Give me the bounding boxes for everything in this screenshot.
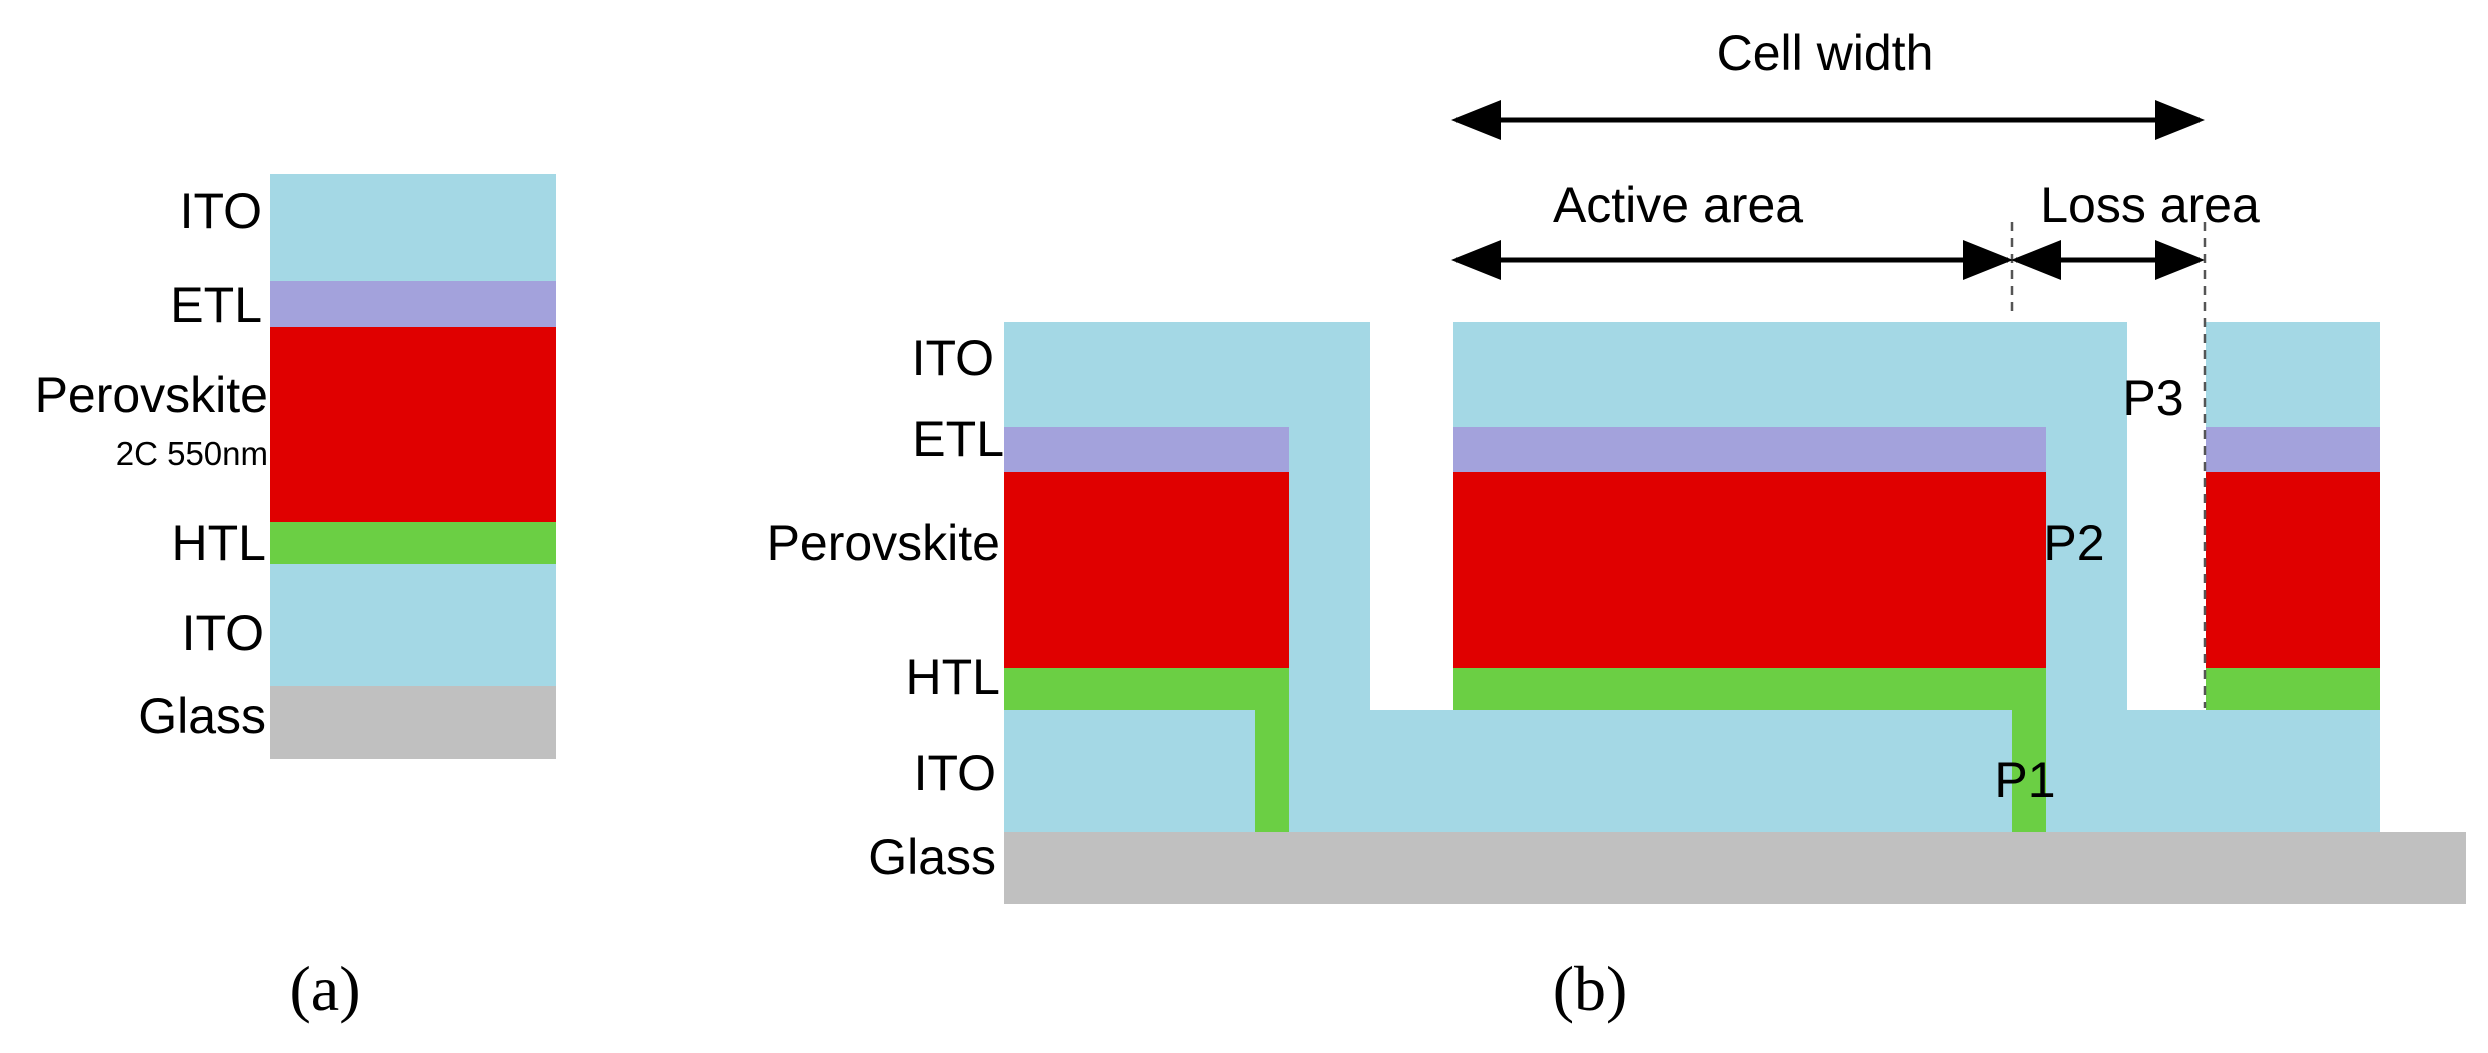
b-ito-top-right [2206, 322, 2380, 427]
b-loss-area-label: Loss area [2040, 177, 2260, 233]
b-glass-substrate [1004, 832, 2466, 904]
b-scribe-p2-label: P2 [2043, 515, 2104, 571]
b-htl-middle [1453, 668, 2046, 710]
b-perovskite-left [1004, 472, 1289, 668]
b-label-ito-bottom: ITO [914, 745, 996, 801]
b-active-area-label: Active area [1553, 177, 1803, 233]
a-etl-layer [270, 281, 556, 327]
b-label-ito-top: ITO [912, 330, 994, 386]
a-label-htl: HTL [172, 515, 266, 571]
b-p1-left-fill [1255, 710, 1289, 832]
b-htl-right [2206, 668, 2380, 710]
b-label-etl: ETL [912, 411, 1004, 467]
a-ito-bottom-layer [270, 564, 556, 686]
b-etl-middle [1453, 427, 2046, 472]
a-label-glass: Glass [138, 688, 266, 744]
b-figure-label: (b) [1553, 953, 1628, 1024]
a-glass-layer [270, 686, 556, 759]
b-label-perovskite: Perovskite [767, 515, 1000, 571]
b-scribe-p1-label: P1 [1994, 752, 2055, 808]
b-perovskite-right [2206, 472, 2380, 668]
b-perovskite-middle [1453, 472, 2046, 668]
b-p2-left-ito-fill [1289, 427, 1370, 710]
a-label-ito-top: ITO [180, 183, 262, 239]
a-ito-top-layer [270, 174, 556, 281]
b-scribe-p3-label: P3 [2122, 370, 2183, 426]
b-p2-middle-ito-fill [2046, 427, 2127, 710]
a-htl-layer [270, 522, 556, 564]
b-p1-middle-fill [2012, 710, 2046, 832]
a-figure-label: (a) [289, 953, 360, 1024]
b-etl-left [1004, 427, 1289, 472]
panel-b: Cell width Active area Loss area P1 P2 P… [767, 25, 2466, 1024]
panel-a: ITO ETL Perovskite 2C 550nm HTL ITO Glas… [35, 174, 556, 1024]
a-label-perovskite-note: 2C 550nm [116, 435, 268, 472]
b-ito-top-middle [1453, 322, 2127, 427]
b-htl-left [1004, 668, 1289, 710]
b-ito-top-left [1004, 322, 1370, 427]
b-label-glass: Glass [868, 829, 996, 885]
a-perovskite-layer [270, 327, 556, 522]
b-ito-bottom-left [1004, 710, 1255, 832]
b-ito-bottom-middle [1289, 710, 2012, 832]
a-label-etl: ETL [170, 277, 262, 333]
b-cell-width-label: Cell width [1717, 25, 1934, 81]
a-label-perovskite: Perovskite [35, 367, 268, 423]
b-ito-bottom-right [2046, 710, 2380, 832]
a-label-ito-bottom: ITO [182, 605, 264, 661]
b-etl-right [2206, 427, 2380, 472]
b-label-htl: HTL [906, 649, 1000, 705]
